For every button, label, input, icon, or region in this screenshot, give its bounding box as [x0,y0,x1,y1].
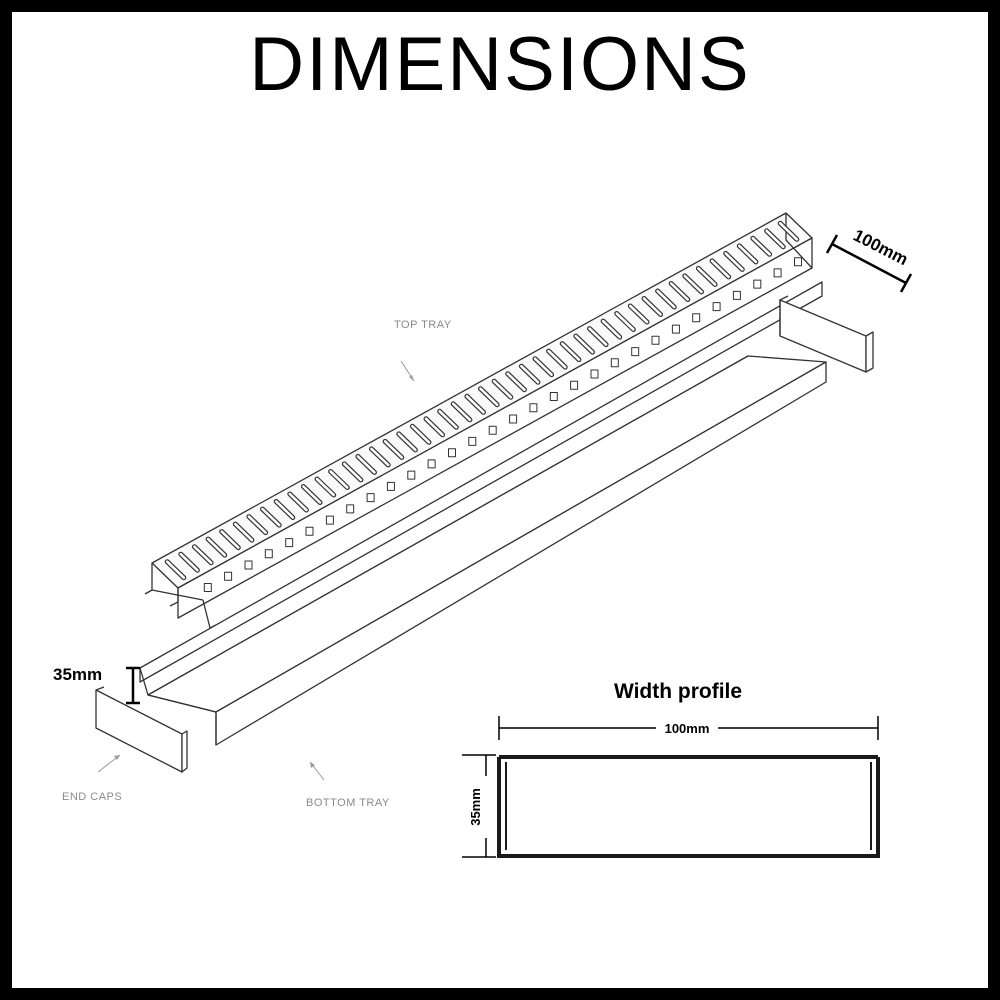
grating-slot-inner [697,267,717,286]
grating-slot-inner [438,409,458,429]
grating-slot-inner [778,222,799,241]
side-notch [570,380,579,390]
grating-slot-inner [533,357,553,377]
grating-slot-inner [302,485,322,504]
profile-width-dimension [498,716,879,740]
side-notch [590,369,599,379]
grating-slot-inner [165,560,186,580]
grating-slot-inner [751,237,771,256]
grating-slot-inner [506,372,526,392]
grating-slot-inner [247,515,267,534]
side-notch [386,481,395,491]
end-cap-right [779,295,874,373]
side-notch [448,448,456,458]
grating-slot-inner [397,432,417,452]
dim-width-3d-label: 100mm [850,226,911,270]
grating-slot-inner [342,462,363,482]
grating-slot-inner [724,252,744,271]
grating-slot-inner [370,447,390,467]
side-notch [610,358,619,368]
grating-slot-inner [737,244,758,264]
page-title: DIMENSIONS [249,22,751,107]
grating-slot-inner [451,402,472,422]
dim-height-3d-label: 35mm [53,665,102,684]
side-notch [529,403,538,413]
grating-slot-inner [628,304,649,324]
side-notch [488,425,497,435]
side-notch [671,324,680,334]
dim-height-3d [126,666,140,705]
grating-slot-inner [315,477,336,497]
grating-slot-inner [492,379,513,399]
grating-slot-inner [465,394,485,414]
grating-slots [164,220,800,581]
grating-slot-inner [520,364,540,384]
grating-slot-inner [560,342,581,361]
profile-width-label: 100mm [665,721,710,736]
grating-slot-inner [615,312,635,331]
grating-slot-inner [683,274,703,294]
side-notch [549,392,558,401]
grating-slot-inner [424,417,444,437]
label-top-tray: TOP TRAY [394,319,452,331]
profile-height-label: 35mm [468,788,483,826]
grating-slot-inner [383,440,404,459]
side-notch [692,313,701,323]
side-notch [712,302,721,312]
side-notch [427,459,436,469]
grating-slot-inner [642,297,662,316]
width-profile-title: Width profile [614,680,742,703]
side-notch [631,347,640,357]
dim-width-3d [825,234,913,293]
grating-slot-inner [288,492,308,512]
side-notch [285,538,294,548]
grating-slot-inner [206,537,226,557]
grating-slot-inner [193,545,213,565]
side-notch [264,549,273,559]
side-notch [732,290,741,300]
grating-slot-inner [547,349,567,369]
grating-slot-inner [479,387,499,407]
side-notch [753,279,762,289]
profile-height-dimension [462,754,496,858]
grating-slot-inner [601,319,622,339]
profile-shape [497,755,880,858]
grating-slot-inner [669,282,690,301]
grating-slot-inner [220,530,240,549]
grating-slot-inner [274,500,295,519]
side-notch [651,335,660,345]
side-notch [366,493,375,503]
side-notch [325,515,334,525]
top-tray [144,212,813,629]
side-notch [509,414,518,424]
side-notch [794,257,802,267]
end-cap-left [95,686,188,773]
label-end-caps: END CAPS [62,791,122,803]
side-notch [407,470,416,480]
grating-slot-inner [234,522,254,542]
side-notch [773,268,782,278]
grating-slot-inner [765,229,785,249]
grating-slot-inner [179,552,199,572]
side-notches [203,257,802,592]
grating-slot-inner [574,334,594,354]
side-notch [244,560,253,570]
label-bottom-tray: BOTTOM TRAY [306,797,390,809]
side-notch [224,571,233,581]
side-notch [346,504,355,514]
bottom-tray [139,281,827,746]
grating-slot-inner [656,289,676,309]
grating-slot-inner [411,424,431,444]
grating-slot-inner [329,470,349,489]
grating-slot-inner [710,259,731,279]
side-notch [305,526,314,536]
grating-slot-inner [261,507,281,527]
side-notch [203,583,212,592]
grating-slot-inner [356,455,376,474]
side-notch [468,436,477,446]
grating-slot-inner [588,327,608,346]
